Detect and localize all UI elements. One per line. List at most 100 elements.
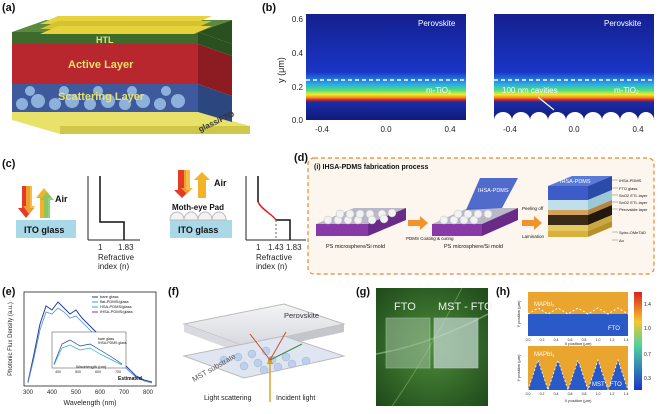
svg-text:(i) IHSA-PDMS fabrication proc: (i) IHSA-PDMS fabrication process — [314, 164, 428, 171]
index-maps: MAPbI₃ FTO MAPbI₃ MST - FTO 1.4 1.0 0.7 … — [516, 292, 651, 403]
b-xticks-left: -0.4 0.0 0.4 — [315, 125, 456, 134]
svg-text:Wavelength (nm): Wavelength (nm) — [76, 364, 107, 369]
index-gradient-curve — [257, 201, 277, 221]
moth-eye-pad — [169, 211, 227, 221]
svg-text:MST - FTO: MST - FTO — [438, 301, 492, 313]
layer-label-htl: HTL — [96, 35, 114, 45]
panel-h: (h) MAPbI₃ FTO MAPbI₃ MST - FTO 1.4 1.0 … — [494, 284, 660, 409]
scattering-schematic: Perovskite MST substrate Light scatterin… — [182, 303, 346, 402]
svg-text:IHSA-PDMS: IHSA-PDMS — [619, 178, 642, 183]
colorbar — [634, 292, 642, 390]
top-electrodes — [40, 16, 212, 34]
svg-text:1: 1 — [98, 243, 103, 252]
svg-text:0.6: 0.6 — [292, 15, 304, 24]
spectrum-plot: bare glass IHSA-PDMS glass 400 500 600 7… — [8, 291, 157, 407]
svg-text:Air: Air — [214, 178, 227, 188]
ito-glass-right — [170, 220, 232, 238]
svg-text:0.4: 0.4 — [632, 125, 644, 134]
svg-text:flat-PDMS/glass: flat-PDMS/glass — [100, 299, 129, 304]
svg-text:Y position (μm): Y position (μm) — [516, 300, 521, 328]
e-legend: bare glass flat-PDMS/glass HSA-PDMS/glas… — [92, 294, 133, 314]
svg-text:FTO: FTO — [608, 326, 620, 332]
panel-c: (c) ITO glass Air 1 1.83 Refractive inde… — [0, 156, 310, 276]
e-ylabel: Photonic Flux Density (a.u.) — [8, 302, 14, 376]
right-tio2-label: m-TiO₂ — [614, 86, 639, 95]
panel-label-d: (d) — [294, 152, 309, 164]
svg-text:Lamination: Lamination — [522, 234, 545, 239]
svg-text:Refractive: Refractive — [256, 253, 293, 262]
svg-text:Estimated: Estimated — [118, 376, 142, 382]
svg-text:1.83: 1.83 — [118, 243, 134, 252]
e-xticks: 300 400 500 600 700 800 — [23, 390, 154, 396]
svg-text:IHSA-PDMS/glass: IHSA-PDMS/glass — [100, 309, 133, 314]
scattering-spheres — [16, 86, 185, 110]
svg-text:0.8: 0.8 — [582, 392, 587, 396]
spectrum-curve-2 — [27, 307, 153, 384]
left-tio2-label: m-TiO₂ — [426, 86, 451, 95]
svg-text:800: 800 — [143, 390, 154, 396]
left-perovskite-label: Perovskite — [418, 19, 456, 28]
svg-text:0.4: 0.4 — [554, 392, 559, 396]
svg-text:1.0: 1.0 — [596, 338, 601, 342]
svg-text:0.0: 0.0 — [292, 116, 304, 125]
svg-text:Perovskite layer: Perovskite layer — [619, 207, 648, 212]
svg-text:index (n): index (n) — [256, 262, 287, 271]
svg-text:SnO2 ETL layer: SnO2 ETL layer — [619, 200, 648, 205]
svg-text:bare glass: bare glass — [98, 337, 114, 341]
layer-stack-illustration: HTL Active Layer Scattering Layer glass/… — [12, 16, 250, 134]
svg-text:0.0: 0.0 — [526, 338, 531, 342]
svg-text:Peeling off: Peeling off — [522, 206, 544, 211]
panel-a: (a) HTL Active Layer Scattering La — [0, 0, 250, 140]
panel-d: (d) (i) IHSA-PDMS fabrication process PS… — [294, 150, 660, 278]
svg-text:IHSA-PDMS glass: IHSA-PDMS glass — [98, 341, 127, 345]
svg-text:ITO glass: ITO glass — [24, 225, 64, 235]
svg-text:0.0: 0.0 — [568, 125, 580, 134]
cavity-semicircles — [494, 112, 654, 120]
svg-text:300: 300 — [23, 390, 34, 396]
layer-label-active: Active Layer — [68, 59, 134, 71]
svg-text:ITO glass: ITO glass — [178, 225, 218, 235]
svg-text:X position (μm): X position (μm) — [565, 398, 593, 403]
svg-text:HSA-PDMS/glass: HSA-PDMS/glass — [100, 304, 132, 309]
svg-text:IHSA-PDMS: IHSA-PDMS — [478, 188, 509, 194]
svg-text:0.6: 0.6 — [568, 392, 573, 396]
panel-label-h: (h) — [496, 286, 511, 298]
svg-text:0.4: 0.4 — [444, 125, 456, 134]
svg-text:0.0: 0.0 — [380, 125, 392, 134]
panel-e: (e) bare glass IHSA-PDMS glass 400 500 6… — [0, 284, 160, 409]
panel-label-e: (e) — [2, 286, 16, 298]
svg-text:Moth-eye Pad: Moth-eye Pad — [172, 203, 224, 212]
field-maps: Perovskite m-TiO₂ Perovskite m-TiO₂ 100 … — [276, 14, 654, 134]
panel-g: (g) FTO MST - FTO — [352, 284, 493, 409]
panel-label-a: (a) — [2, 2, 16, 14]
svg-text:0.8: 0.8 — [582, 338, 587, 342]
svg-text:400: 400 — [47, 390, 58, 396]
spectrum-curve-1 — [27, 301, 153, 383]
panel-label-b: (b) — [262, 2, 277, 14]
svg-text:500: 500 — [75, 370, 81, 374]
svg-text:0.3: 0.3 — [644, 376, 651, 382]
svg-text:Incident light: Incident light — [276, 395, 315, 402]
svg-text:700: 700 — [115, 370, 121, 374]
stack-legend: IHSA-PDMS FTO glass SnO2 ETL layer SnO2 … — [612, 178, 648, 243]
device-stack — [548, 176, 612, 237]
svg-text:1.4: 1.4 — [624, 338, 629, 342]
svg-text:1.2: 1.2 — [610, 392, 615, 396]
panel-label-c: (c) — [2, 158, 16, 170]
svg-text:700: 700 — [119, 390, 130, 396]
b-ylabel: y (μm) — [276, 57, 286, 83]
svg-text:Refractive: Refractive — [98, 253, 135, 262]
sample-photo: FTO MST - FTO — [375, 287, 493, 407]
svg-text:Au: Au — [619, 238, 624, 243]
right-perovskite-label: Perovskite — [604, 19, 642, 28]
mst-fto-sample — [433, 317, 479, 369]
svg-text:1.2: 1.2 — [610, 338, 615, 342]
b-xticks-right: -0.4 0.0 0.4 — [503, 125, 644, 134]
fto-sample — [385, 317, 431, 369]
svg-text:0.6: 0.6 — [568, 338, 573, 342]
svg-text:X position (μm): X position (μm) — [565, 341, 593, 346]
cavities-annotation: 100 nm cavities — [502, 86, 558, 95]
svg-text:1: 1 — [256, 243, 261, 252]
svg-text:1.4: 1.4 — [624, 392, 629, 396]
e-xlabel: Wavelength (nm) — [63, 400, 116, 407]
